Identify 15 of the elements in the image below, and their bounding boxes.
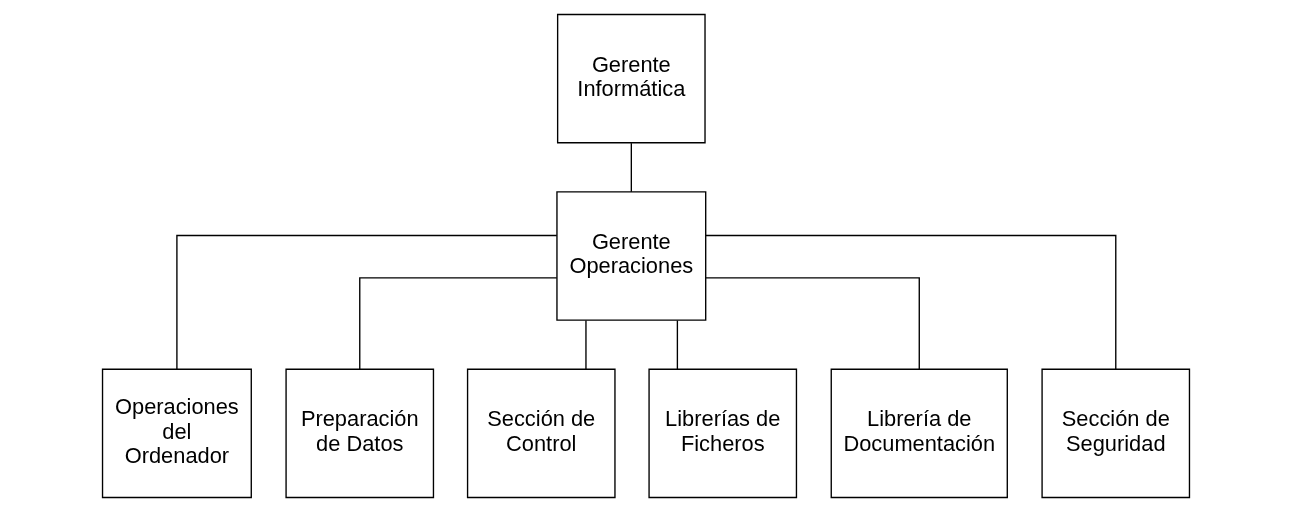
connector: [704, 276, 920, 370]
connector: [358, 276, 557, 370]
connector: [704, 234, 1116, 370]
node-box: Gerente Operaciones: [555, 190, 706, 321]
connector: [630, 141, 632, 192]
node-box: Sección de Seguridad: [1040, 368, 1190, 498]
connector: [676, 319, 678, 370]
connector: [584, 319, 587, 370]
node-box: Preparación de Datos: [284, 368, 434, 498]
node-box: Librería de Documentación: [830, 368, 1008, 498]
node-box: Operaciones del Ordenador: [101, 368, 252, 498]
node-box: Sección de Control: [466, 368, 616, 498]
connector: [175, 234, 557, 370]
node-box: Gerente Informática: [556, 13, 706, 143]
node-box: Librerías de Ficheros: [647, 368, 797, 498]
